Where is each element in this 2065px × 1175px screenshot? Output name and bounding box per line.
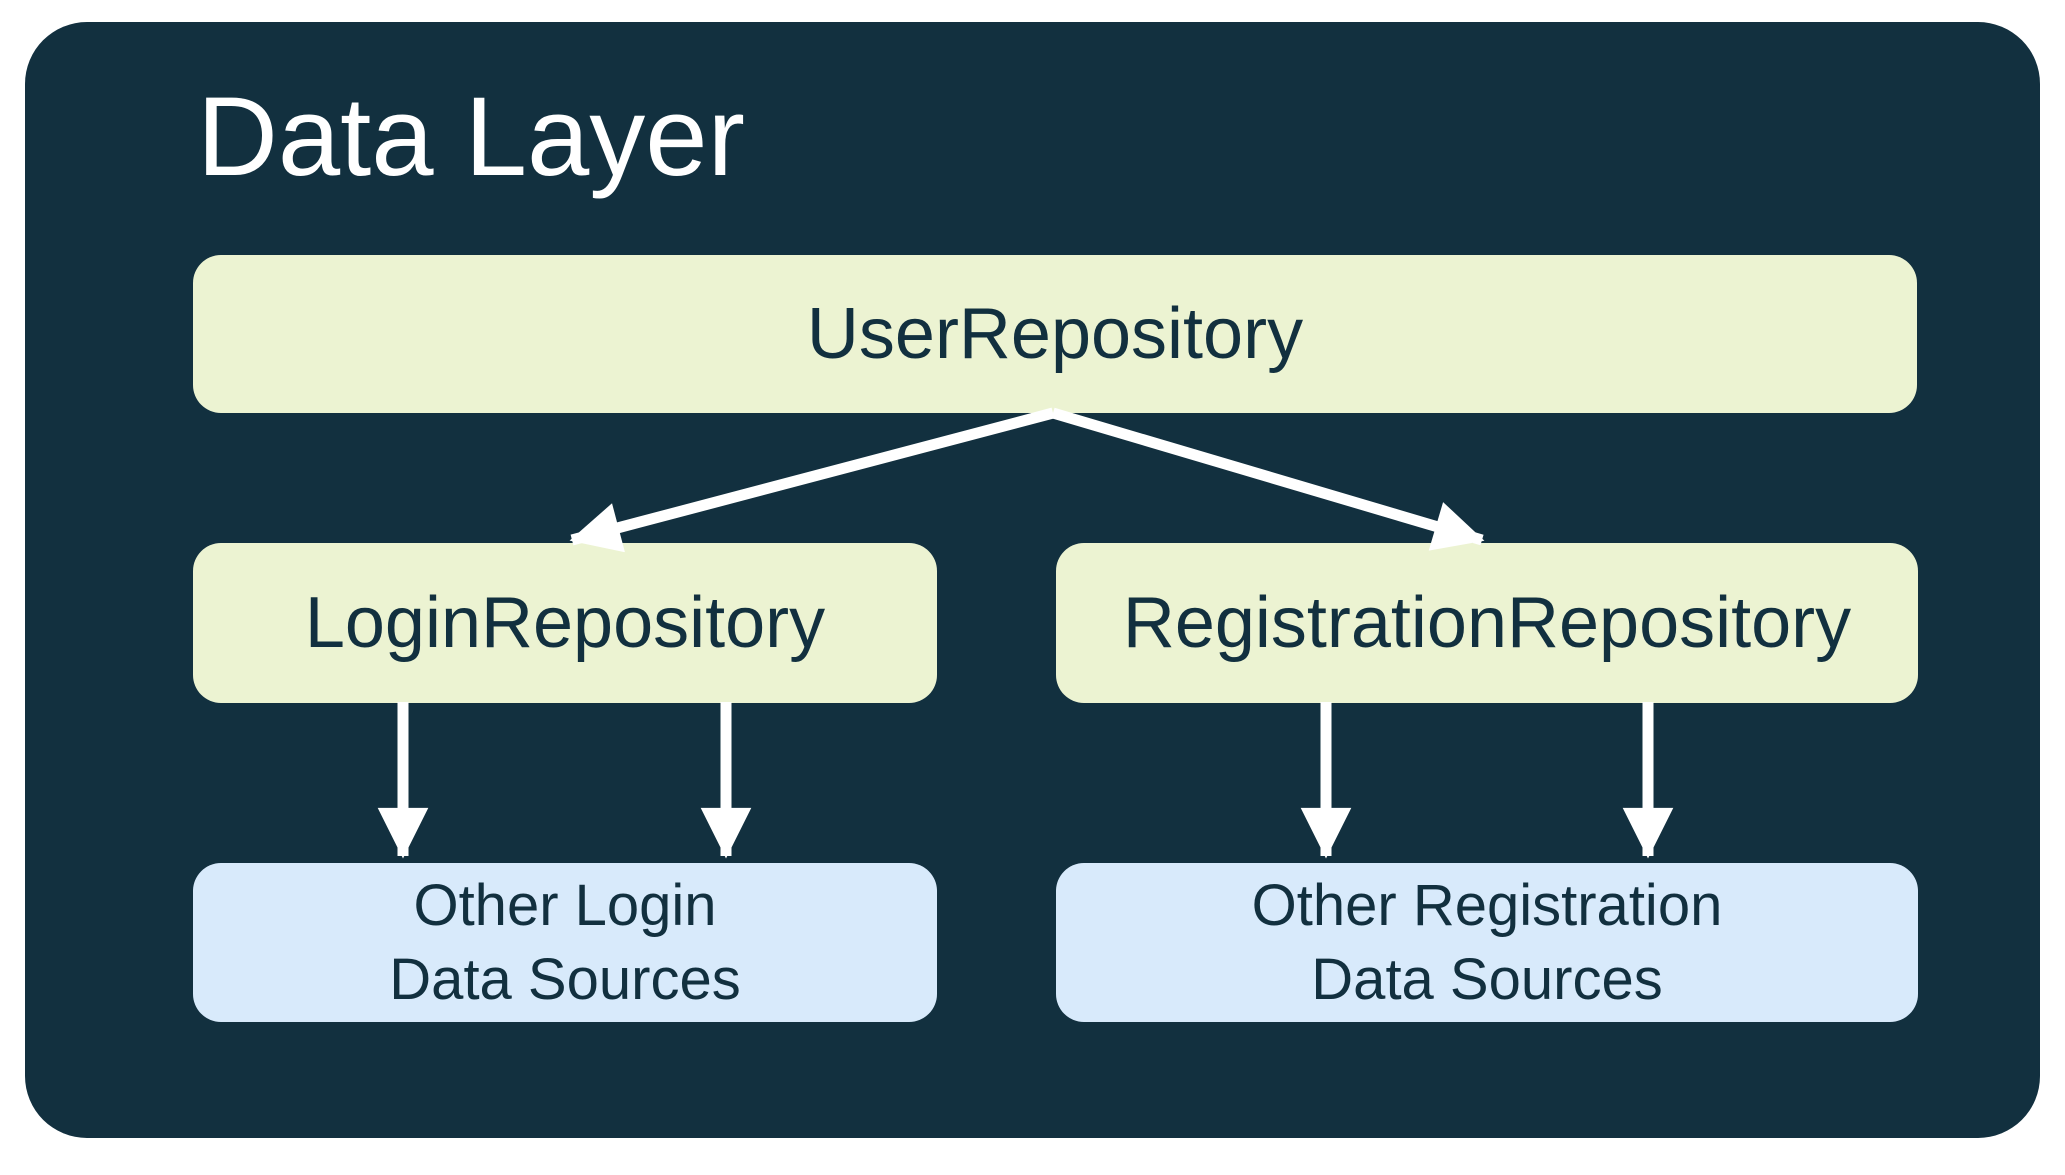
other-registration-data-sources-line2: Data Sources: [1311, 946, 1663, 1012]
other-login-data-sources-line2: Data Sources: [389, 946, 741, 1012]
user-repository-label: UserRepository: [806, 294, 1304, 374]
other-login-data-sources-box: Other Login Data Sources: [193, 863, 937, 1022]
login-repository-label: LoginRepository: [304, 583, 826, 663]
other-registration-data-sources-line1: Other Registration: [1251, 872, 1723, 938]
diagram-title: Data Layer: [197, 74, 745, 199]
registration-repository-box: RegistrationRepository: [1056, 543, 1918, 703]
login-repository-box: LoginRepository: [193, 543, 937, 703]
other-login-data-sources-line1: Other Login: [413, 872, 717, 938]
user-repository-box: UserRepository: [193, 255, 1917, 413]
other-registration-data-sources-box: Other Registration Data Sources: [1056, 863, 1918, 1022]
registration-repository-label: RegistrationRepository: [1122, 583, 1852, 663]
